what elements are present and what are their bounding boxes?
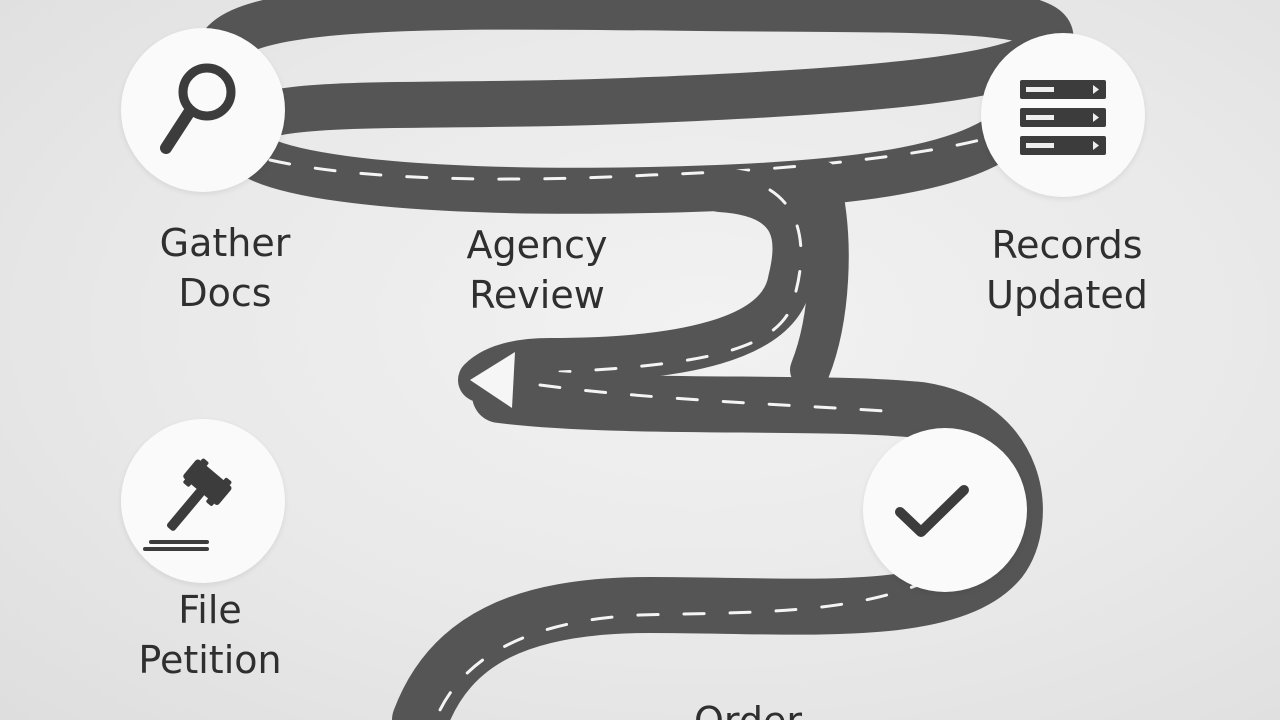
- road-center-hook-dashes: [558, 188, 803, 374]
- checkmark-icon: [895, 485, 969, 537]
- road-vertical-connector: [790, 160, 849, 390]
- gavel-icon: [143, 458, 232, 551]
- magnifier-icon: [160, 63, 236, 154]
- step-order-circle: [863, 428, 1027, 592]
- step-records-updated-circle: [981, 33, 1145, 197]
- step-gather-docs-circle: [121, 28, 285, 192]
- step-gather-docs-label: Gather Docs: [159, 221, 291, 315]
- road-right-sweep-dashes: [438, 383, 932, 712]
- step-file-petition-circle: [121, 419, 285, 583]
- step-records-updated-label: Records Updated: [986, 223, 1148, 317]
- step-agency-review-label: Agency Review: [466, 223, 608, 317]
- road-top-loop-dashes: [268, 138, 982, 181]
- road-arrow-tip: [470, 352, 515, 408]
- road-center-hook: [458, 168, 817, 402]
- road-top-loop: [194, 0, 1074, 214]
- server-rack-icon: [1020, 80, 1106, 155]
- step-order-label: Order: [648, 696, 848, 720]
- step-file-petition-label: File Petition: [138, 588, 282, 682]
